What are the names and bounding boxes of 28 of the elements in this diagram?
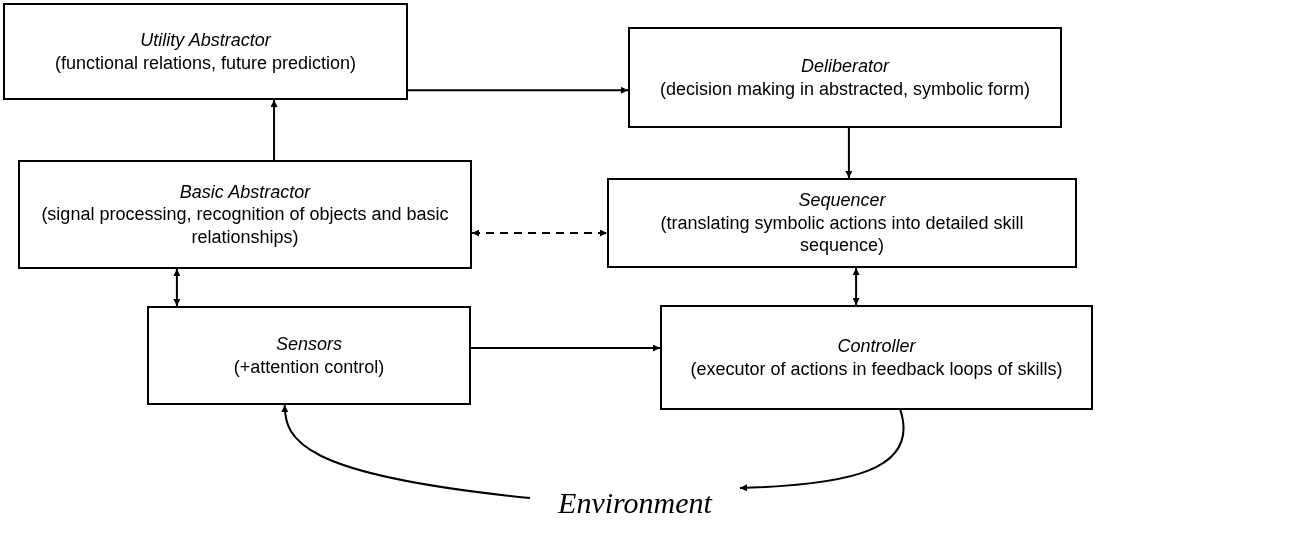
arrow: [470, 344, 661, 352]
arrow: [852, 267, 860, 306]
arrow: [407, 86, 629, 94]
arrow: [739, 409, 905, 492]
box-title: Controller: [837, 335, 916, 358]
process-box: [3, 3, 408, 100]
box-title: Sensors: [275, 333, 342, 356]
arrow: [471, 229, 608, 237]
process-box: [147, 306, 471, 405]
process-box: [18, 160, 472, 269]
box-description: (signal processing, recognition of objects and basic relationships): [40, 203, 450, 249]
box-title: Sequencer: [798, 189, 886, 212]
box-description: (+attention control): [233, 355, 385, 378]
environment-label: Environment: [558, 485, 712, 522]
box-description: (functional relations, future prediction): [54, 51, 357, 74]
arrow: [173, 268, 181, 307]
process-box: [660, 305, 1093, 410]
box-title: Utility Abstractor: [140, 29, 271, 52]
process-box: [628, 27, 1062, 128]
box-description: (executor of actions in feedback loops of skills): [690, 357, 1063, 380]
arrow: [281, 404, 531, 499]
box-title: Basic Abstractor: [179, 180, 311, 204]
process-box: [607, 178, 1077, 268]
arrow: [845, 127, 853, 179]
box-title: Deliberator: [800, 55, 889, 78]
box-description: (decision making in abstracted, symbolic form): [659, 77, 1031, 100]
arrow: [270, 99, 278, 161]
box-description: (translating symbolic actions into detailed skill sequence): [659, 211, 1025, 257]
